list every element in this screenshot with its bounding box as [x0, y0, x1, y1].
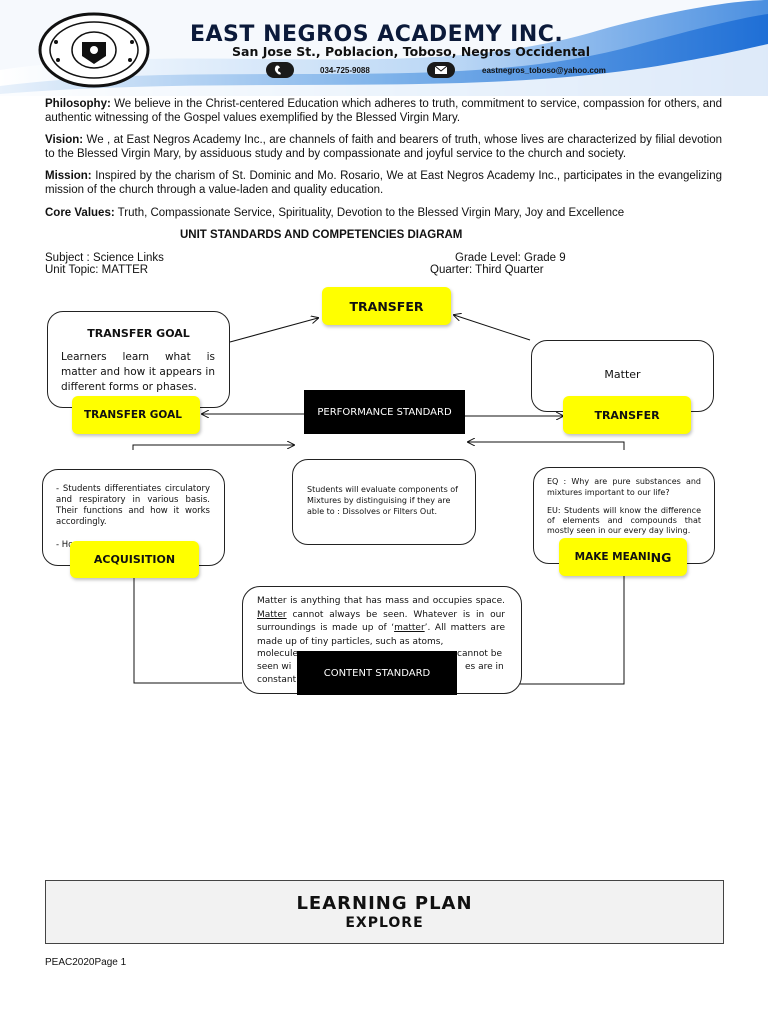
content-text-fragment-5b: es are in — [465, 662, 504, 672]
envelope-icon — [427, 62, 455, 78]
mission-text: Inspired by the charism of St. Dominic a… — [45, 170, 722, 196]
learning-plan-title: LEARNING PLAN — [296, 893, 473, 914]
email-address[interactable]: eastnegros_toboso@yahoo.com — [482, 66, 606, 75]
transfer-goal-heading: TRANSFER GOAL — [87, 327, 190, 340]
vision-text: We , at East Negros Academy Inc., are ch… — [45, 134, 723, 160]
content-standard-label: CONTENT STANDARD — [297, 651, 457, 695]
school-address: San Jose St., Poblacion, Toboso, Negros … — [232, 44, 591, 59]
philosophy-statement: Philosophy: We believe in the Christ-cen… — [45, 97, 722, 125]
content-text: Matter is anything that has mass and occ… — [257, 595, 505, 649]
content-word-matter: Matter — [257, 609, 287, 620]
performance-standard-label: PERFORMANCE STANDARD — [304, 390, 465, 434]
content-text-line-2: cannot always be seen. Whatever is in ou… — [257, 609, 505, 634]
school-name: EAST NEGROS ACADEMY INC. — [190, 22, 564, 47]
header-swoosh-graphic — [0, 0, 768, 96]
performance-task-text: Students will evaluate components of Mix… — [307, 485, 458, 516]
core-values-statement: Core Values: Truth, Compassionate Servic… — [45, 206, 722, 220]
vision-label: Vision: — [45, 134, 84, 146]
phone-icon — [266, 62, 294, 78]
unit-topic-line: Unit Topic: MATTER — [45, 264, 149, 276]
transfer-right-tag: TRANSFER — [563, 396, 691, 434]
core-values-label: Core Values: — [45, 207, 115, 219]
core-values-text: Truth, Compassionate Service, Spirituali… — [117, 207, 625, 219]
performance-task-box: Students will evaluate components of Mix… — [292, 459, 476, 545]
mission-statement: Mission: Inspired by the charism of St. … — [45, 169, 722, 197]
essential-question-text: EQ : Why are pure substances and mixture… — [547, 477, 701, 497]
content-text-fragment-4a: molecule — [257, 649, 299, 659]
content-text-fragment-6: constant — [257, 675, 297, 685]
learning-plan-banner: LEARNING PLAN EXPLORE — [45, 880, 724, 944]
make-meaning-tag-part-b: NG — [650, 549, 672, 565]
subject-line: Subject : Science Links — [45, 252, 164, 264]
vision-statement: Vision: We , at East Negros Academy Inc.… — [45, 133, 722, 161]
matter-label: Matter — [604, 368, 641, 381]
content-text-line-1: Matter is anything that has mass and occ… — [257, 596, 505, 606]
phone-number: 034-725-9088 — [320, 66, 370, 75]
transfer-goal-tag: TRANSFER GOAL — [72, 396, 200, 434]
enduring-understanding-text: EU: Students will know the difference of… — [547, 506, 701, 535]
acquisition-text: - Students differentiates circulatory an… — [56, 484, 210, 527]
content-word-matter-2: matter — [394, 623, 425, 633]
school-seal-icon — [38, 12, 150, 88]
philosophy-label: Philosophy: — [45, 98, 111, 110]
make-meaning-tag-part-a: MAKE MEANI — [574, 551, 651, 563]
quarter-line: Quarter: Third Quarter — [430, 264, 544, 276]
transfer-goal-box: TRANSFER GOAL Learners learn what is mat… — [47, 311, 230, 408]
page-footer: PEAC2020Page 1 — [45, 957, 127, 968]
grade-level-line: Grade Level: Grade 9 — [455, 252, 566, 264]
transfer-top-tag: TRANSFER — [322, 287, 451, 325]
content-text-fragment-4b: cannot be — [457, 649, 503, 659]
content-text-fragment-5a: seen wi — [257, 662, 292, 672]
acquisition-text-continued: - Ho — [56, 540, 74, 550]
diagram-title: UNIT STANDARDS AND COMPETENCIES DIAGRAM — [180, 229, 463, 241]
letterhead: EAST NEGROS ACADEMY INC. San Jose St., P… — [0, 0, 768, 96]
transfer-goal-text: Learners learn what is matter and how it… — [61, 351, 215, 393]
learning-plan-subtitle: EXPLORE — [345, 915, 424, 931]
content-text-line-3: ’. All matters are made up of tiny parti… — [257, 623, 505, 647]
mission-label: Mission: — [45, 170, 92, 182]
acquisition-tag: ACQUISITION — [70, 541, 199, 578]
philosophy-text: We believe in the Christ-centered Educat… — [45, 98, 722, 124]
